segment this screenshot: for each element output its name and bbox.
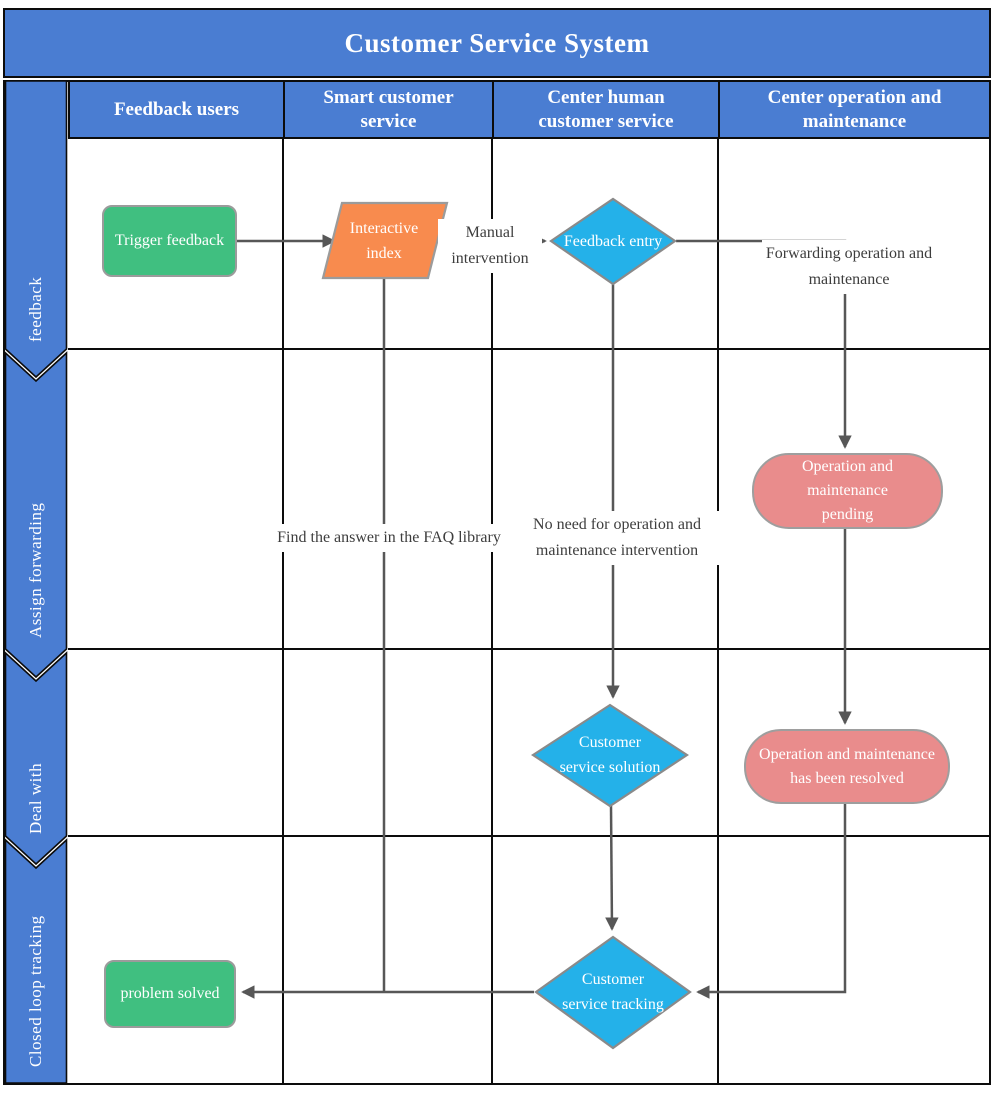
grid-line-vertical <box>491 139 493 1085</box>
diagram-title-bar: Customer Service System <box>3 8 991 78</box>
node-customer-service-solution-shape <box>530 703 690 808</box>
node-label: Operation and maintenance pending <box>801 458 894 523</box>
phase-arrow-deal-with <box>4 651 68 866</box>
phase-arrow-feedback <box>4 80 68 379</box>
diagram-title: Customer Service System <box>344 27 650 58</box>
node-operation-maintenance-pending: Operation and maintenance pending <box>752 453 943 529</box>
node-problem-solved: problem solved <box>104 960 236 1028</box>
node-label: Trigger feedback <box>114 232 225 249</box>
grid-line-horizontal <box>68 348 991 350</box>
phase-band <box>4 80 68 1084</box>
edge-resolved-to-tracking <box>696 804 847 999</box>
node-customer-service-tracking: Customer service tracking <box>562 971 664 1013</box>
column-header-center-operation-and-maintenance: Center operation and maintenance <box>718 80 991 139</box>
node-label: problem solved <box>120 985 220 1002</box>
phase-arrow-closed-loop-tracking <box>4 838 68 1084</box>
node-label: Operation and maintenance has been resol… <box>759 745 935 787</box>
node-trigger-feedback: Trigger feedback <box>102 205 237 277</box>
column-header-label: Center operation and maintenance <box>767 86 942 132</box>
edge-label-no-need-intervention: No need for operation and maintenance in… <box>515 511 719 565</box>
column-header-label: Feedback users <box>113 98 240 120</box>
column-header-feedback-users: Feedback users <box>68 80 285 139</box>
node-feedback-entry: Feedback entry <box>563 233 663 250</box>
edge-solution-to-tracking <box>605 805 619 931</box>
grid-line-horizontal <box>68 835 991 837</box>
column-header-label: Center human customer service <box>538 86 674 132</box>
node-interactive-index: Interactive index <box>349 220 419 262</box>
column-header-smart-customer-service: Smart customer service <box>283 80 494 139</box>
grid-line-vertical <box>717 139 719 1085</box>
column-header-label: Smart customer service <box>323 86 454 132</box>
grid-line-horizontal <box>68 648 991 650</box>
node-operation-maintenance-resolved: Operation and maintenance has been resol… <box>744 729 950 804</box>
edge-label-forwarding-operation: Forwarding operation and maintenance <box>762 240 936 294</box>
node-customer-service-solution: Customer service solution <box>559 734 661 776</box>
node-feedback-entry-shape <box>549 197 677 286</box>
node-interactive-index-shape <box>321 201 449 280</box>
node-customer-service-tracking-shape <box>534 935 692 1050</box>
edge-label-manual-intervention: Manual intervention <box>438 219 542 273</box>
edge-label-find-answer-faq: Find the answer in the FAQ library <box>257 524 521 552</box>
grid-line-vertical <box>282 139 284 1085</box>
phase-arrow-assign-forwarding <box>4 351 68 679</box>
